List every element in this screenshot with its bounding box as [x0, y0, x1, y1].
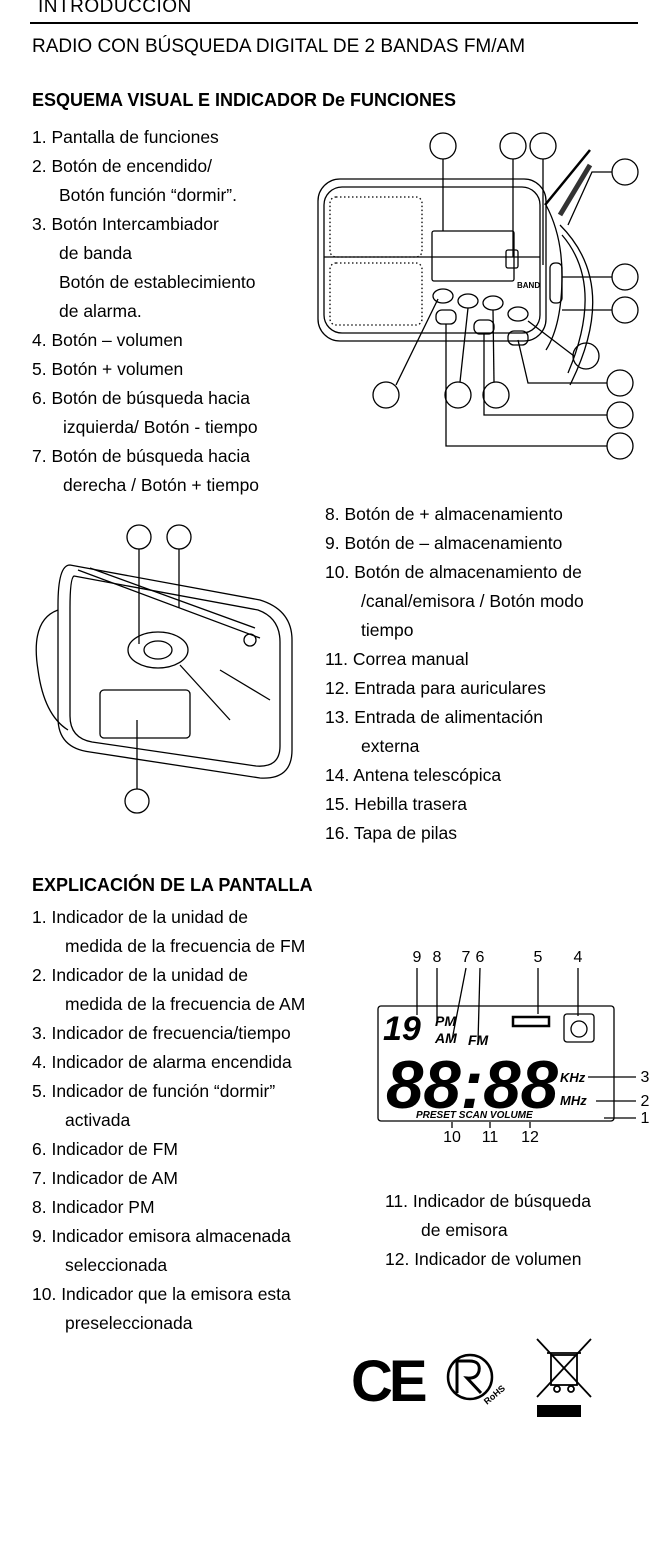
list-item: de emisora: [421, 1220, 508, 1240]
lcd-callout-1: 1: [641, 1110, 650, 1127]
list-item: tiempo: [361, 620, 414, 640]
list-item: 5. Indicador de función “dormir”: [32, 1081, 276, 1101]
product-subtitle: RADIO CON BÚSQUEDA DIGITAL DE 2 BANDAS F…: [32, 36, 526, 57]
list-item: 15. Hebilla trasera: [325, 794, 468, 814]
lcd-callout-5: 5: [534, 949, 543, 966]
lcd-preset-digits: 19: [383, 1010, 421, 1048]
list-item: 7. Indicador de AM: [32, 1168, 178, 1188]
list-item: Botón de establecimiento: [59, 272, 256, 292]
lcd-mhz: MHz: [560, 1093, 587, 1108]
list-item: 11. Correa manual: [325, 649, 469, 669]
rohs-text: RoHS: [482, 1383, 507, 1406]
band-button-label: BAND: [517, 281, 540, 290]
weee-bar: [537, 1405, 581, 1417]
list-item: 3. Indicador de frecuencia/tiempo: [32, 1023, 291, 1043]
lcd-callout-7: 7: [462, 949, 471, 966]
lcd-callout-10: 10: [443, 1129, 461, 1146]
list-item: 10. Botón de almacenamiento de: [325, 562, 582, 582]
display-list-left: 1. Indicador de la unidad de medida de l…: [32, 903, 372, 1338]
lcd-callout-11: 11: [482, 1129, 499, 1146]
list-item: 6. Indicador de FM: [32, 1139, 178, 1159]
weee-bin-icon: [536, 1338, 592, 1398]
list-item: 12. Entrada para auriculares: [325, 678, 546, 698]
lcd-fm: FM: [468, 1032, 489, 1048]
list-item: 8. Botón de + almacenamiento: [325, 504, 563, 524]
section-title-functions: ESQUEMA VISUAL E INDICADOR De FUNCIONES: [32, 90, 457, 110]
lcd-callout-3: 3: [641, 1069, 650, 1086]
rohs-logo: RoHS: [446, 1353, 507, 1407]
page-header: INTRODUCCIÓN: [38, 0, 192, 17]
list-item: Botón función “dormir”.: [59, 185, 237, 205]
list-item: 3. Botón Intercambiador: [32, 214, 219, 234]
lcd-am: AM: [434, 1030, 457, 1046]
header-rule: [30, 22, 638, 24]
list-item: 5. Botón + volumen: [32, 359, 184, 379]
list-item: 8. Indicador PM: [32, 1197, 155, 1217]
list-item: preseleccionada: [65, 1313, 193, 1333]
list-item: activada: [65, 1110, 131, 1130]
list-item: seleccionada: [65, 1255, 168, 1275]
list-item: 9. Indicador emisora almacenada: [32, 1226, 291, 1246]
certification-logos: CE RoHS: [351, 1338, 592, 1417]
list-item: /canal/emisora / Botón modo: [361, 591, 584, 611]
function-list-left: 1. Pantalla de funciones 2. Botón de enc…: [32, 123, 332, 500]
list-item: de banda: [59, 243, 132, 263]
list-item: 4. Botón – volumen: [32, 330, 183, 350]
lcd-callout-4: 4: [574, 949, 583, 966]
list-item: 6. Botón de búsqueda hacia: [32, 388, 250, 408]
display-list-right: 11. Indicador de búsqueda de emisora 12.…: [385, 1187, 665, 1274]
radio-front-illustration: BAND: [317, 132, 639, 460]
list-item: 9. Botón de – almacenamiento: [325, 533, 563, 553]
list-item: 13. Entrada de alimentación: [325, 707, 543, 727]
list-item: de alarma.: [59, 301, 142, 321]
list-item: 2. Botón de encendido/: [32, 156, 213, 176]
list-item: 14. Antena telescópica: [325, 765, 502, 785]
ce-mark: CE: [351, 1349, 426, 1414]
list-item: 4. Indicador de alarma encendida: [32, 1052, 292, 1072]
list-item: 10. Indicador que la emisora esta: [32, 1284, 291, 1304]
list-item: 16. Tapa de pilas: [325, 823, 458, 843]
list-item: medida de la frecuencia de FM: [65, 936, 306, 956]
list-item: 11. Indicador de búsqueda: [385, 1191, 591, 1211]
lcd-pm: PM: [435, 1013, 456, 1029]
lcd-callout-2: 2: [641, 1093, 650, 1110]
function-list-right: 8. Botón de + almacenamiento 9. Botón de…: [325, 500, 655, 848]
radio-back-illustration: [35, 524, 293, 814]
lcd-main-digits: 88:88: [386, 1047, 558, 1123]
list-item: 12. Indicador de volumen: [385, 1249, 582, 1269]
lcd-khz: KHz: [560, 1070, 586, 1085]
lcd-callout-6: 6: [476, 949, 485, 966]
list-item: derecha / Botón + tiempo: [63, 475, 260, 495]
list-item: externa: [361, 736, 420, 756]
lcd-callout-12: 12: [521, 1129, 539, 1146]
list-item: 1. Pantalla de funciones: [32, 127, 219, 147]
lcd-callout-9: 9: [413, 949, 422, 966]
list-item: medida de la frecuencia de AM: [65, 994, 306, 1014]
lcd-callout-8: 8: [433, 949, 442, 966]
lcd-status-bar: PRESET SCAN VOLUME: [416, 1110, 533, 1121]
lcd-diagram: 9 8 7 6 5 4 3 2 1 10 11 12 19 PM AM FM: [377, 949, 650, 1146]
list-item: izquierda/ Botón - tiempo: [63, 417, 258, 437]
section-title-display: EXPLICACIÓN DE LA PANTALLA: [32, 875, 313, 895]
list-item: 2. Indicador de la unidad de: [32, 965, 248, 985]
list-item: 1. Indicador de la unidad de: [32, 907, 248, 927]
list-item: 7. Botón de búsqueda hacia: [32, 446, 250, 466]
